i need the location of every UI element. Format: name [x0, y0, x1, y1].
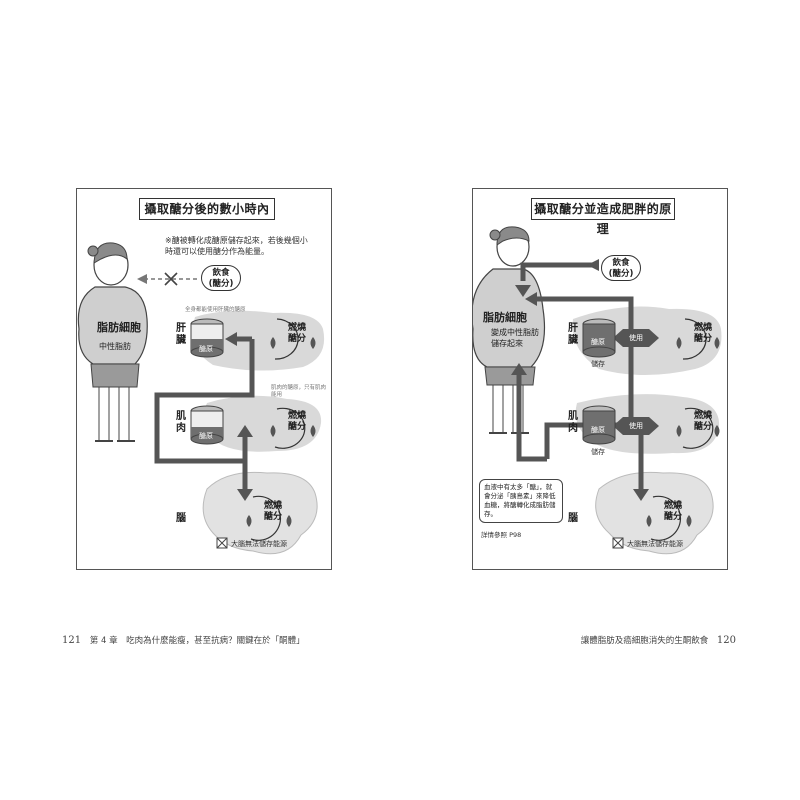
- muscle-glycogen-label: 醣原: [199, 432, 213, 440]
- muscle-use-label: 使用: [629, 422, 643, 430]
- liver-char-1: 肝: [568, 323, 578, 334]
- liver-burn-label: 燃燒醣分: [687, 323, 719, 345]
- cycle-arrows: [250, 318, 306, 541]
- burn-line-1: 燃燒: [693, 411, 712, 421]
- muscle-note: 肌肉的醣原，只有肌肉能用: [271, 385, 327, 398]
- liver-store-label: 儲存: [591, 360, 605, 368]
- left-panel-title: 攝取醣分後的數小時內: [139, 198, 275, 220]
- burn-line-2: 醣分: [263, 512, 282, 522]
- burn-line-1: 燃燒: [693, 323, 712, 333]
- brain-burn-label: 燃燒醣分: [657, 501, 689, 523]
- fat-cell-label: 脂肪細胞: [97, 321, 141, 334]
- flame-icons: [246, 337, 316, 527]
- liver-note: 全身都能使用肝臟的醣原: [185, 307, 246, 313]
- right-panel-title: 攝取醣分並造成肥胖的原理: [531, 198, 675, 236]
- right-running-head: 讓體脂肪及癌細胞消失的生酮飲食: [580, 636, 709, 646]
- brain-burn-label: 燃燒醣分: [257, 501, 289, 523]
- fat-change-label: 變成中性脂肪儲存起來: [491, 327, 539, 349]
- muscle-char-2: 肉: [176, 423, 186, 434]
- left-diagram-panel: 攝取醣分後的數小時內 ※醣被轉化成醣原儲存起來，若後幾個小時還可以使用醣分作為能…: [76, 188, 332, 570]
- woman-figure: [473, 226, 546, 434]
- liver-burn-label: 燃燒醣分: [281, 323, 313, 345]
- muscle-jar-icon: [582, 405, 616, 445]
- diet-label: 飲食: [612, 258, 630, 268]
- burn-line-2: 醣分: [693, 422, 712, 432]
- brain-note: 大腦無法儲存能源: [627, 540, 683, 548]
- left-figure: [77, 242, 325, 555]
- liver-glycogen-label: 醣原: [199, 345, 213, 353]
- burn-line-2: 醣分: [287, 422, 306, 432]
- brain-note: 大腦無法儲存能源: [231, 540, 287, 548]
- liver-char-2: 臟: [176, 335, 186, 346]
- diet-label: 飲食: [212, 268, 230, 278]
- right-figure: [473, 226, 722, 555]
- burn-line-1: 燃燒: [287, 323, 306, 333]
- liver-jar-icon: [582, 318, 616, 358]
- diet-sub-label: (醣分): [608, 269, 634, 279]
- burn-line-2: 醣分: [693, 334, 712, 344]
- flow-arrows: [516, 262, 644, 489]
- burn-line-1: 燃燒: [263, 501, 282, 511]
- left-page-footer: 121 第 4 章 吃肉為什麼能瘦，甚至抗病？關鍵在於「酮體」: [62, 634, 305, 646]
- liver-label: 肝臟: [175, 323, 187, 347]
- liver-char-2: 臟: [568, 335, 578, 346]
- brain-label: 腦: [176, 513, 186, 524]
- fat-change-line-1: 變成中性脂肪: [491, 328, 539, 337]
- burn-line-2: 醣分: [663, 512, 682, 522]
- fat-cell-label: 脂肪細胞: [483, 311, 527, 324]
- muscle-label: 肌肉: [567, 411, 579, 435]
- muscle-char-1: 肌: [568, 411, 578, 422]
- woman-figure: [77, 242, 148, 442]
- right-page-footer: 讓體脂肪及癌細胞消失的生酮飲食 120: [581, 634, 736, 646]
- insulin-callout: 血液中有太多「醣」，就會分泌「胰島素」來降低血糖，將醣轉化成脂肪儲存。: [479, 479, 563, 523]
- muscle-burn-label: 燃燒醣分: [687, 411, 719, 433]
- diet-badge: 飲食 (醣分): [201, 265, 241, 291]
- diet-sub-label: (醣分): [208, 279, 234, 289]
- left-running-head: 第 4 章 吃肉為什麼能瘦，甚至抗病？關鍵在於「酮體」: [89, 636, 305, 646]
- liver-char-1: 肝: [176, 323, 186, 334]
- muscle-glycogen-label: 醣原: [591, 426, 605, 434]
- muscle-store-label: 儲存: [591, 448, 605, 456]
- brain-label: 腦: [568, 513, 578, 524]
- burn-line-2: 醣分: [287, 334, 306, 344]
- cycle-arrows: [650, 318, 714, 541]
- muscle-char-2: 肉: [568, 423, 578, 434]
- muscle-jar-icon: [190, 405, 224, 445]
- muscle-burn-label: 燃燒醣分: [281, 411, 313, 433]
- muscle-label: 肌肉: [175, 411, 187, 435]
- liver-glycogen-label: 醣原: [591, 338, 605, 346]
- burn-line-1: 燃燒: [663, 501, 682, 511]
- right-page-number: 120: [716, 635, 736, 646]
- flame-icons: [646, 337, 720, 527]
- neutral-fat-label: 中性脂肪: [99, 342, 131, 351]
- right-diagram-panel: 攝取醣分並造成肥胖的原理: [472, 188, 728, 570]
- left-note: ※醣被轉化成醣原儲存起來，若後幾個小時還可以使用醣分作為能量。: [165, 236, 308, 256]
- muscle-char-1: 肌: [176, 411, 186, 422]
- diet-badge: 飲食 (醣分): [601, 255, 641, 281]
- burn-line-1: 燃燒: [287, 411, 306, 421]
- liver-use-label: 使用: [629, 334, 643, 342]
- liver-jar-icon: [190, 318, 224, 358]
- left-page-number: 121: [62, 635, 82, 646]
- see-page-note: 詳情參照 P98: [481, 531, 522, 539]
- liver-label: 肝臟: [567, 323, 579, 347]
- fat-change-line-2: 儲存起來: [491, 339, 523, 348]
